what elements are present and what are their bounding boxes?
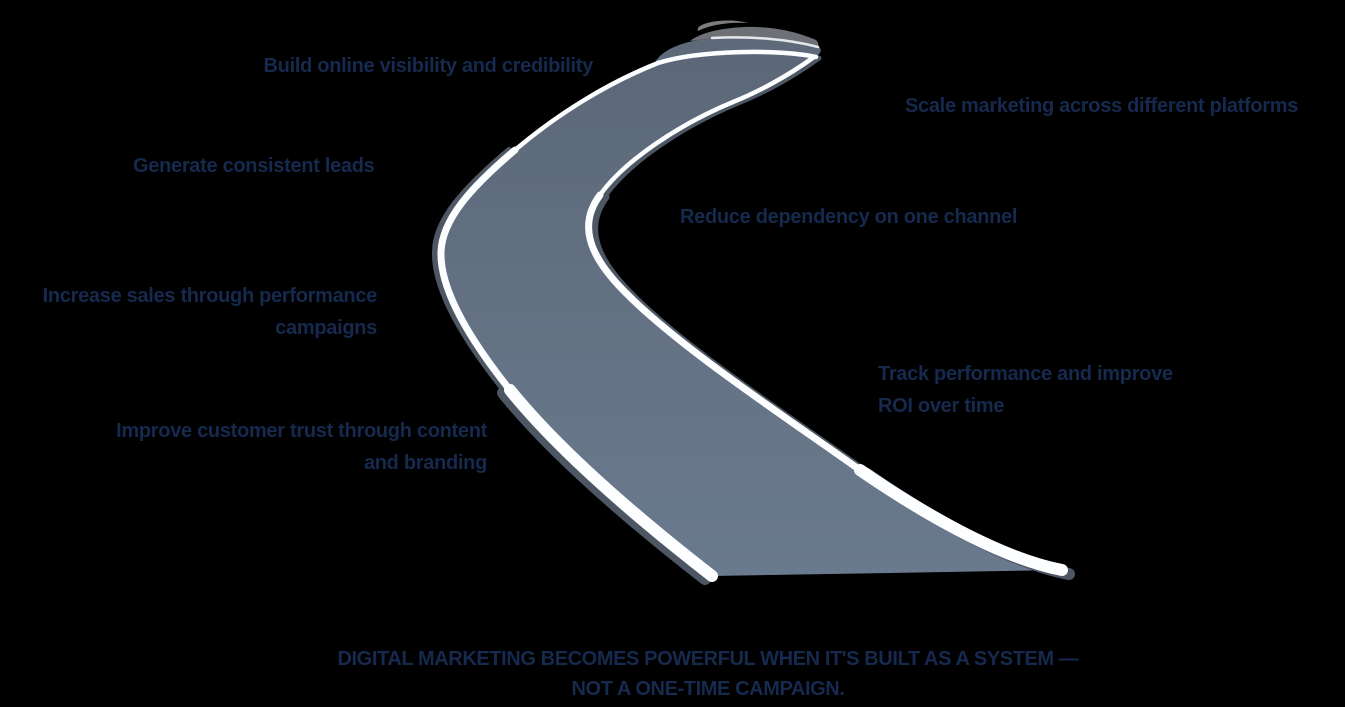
headline-line1: DIGITAL MARKETING BECOMES POWERFUL WHEN … — [337, 648, 1079, 670]
road-far-tip — [697, 20, 748, 31]
label-improve-trust-line1: Improve customer trust through content — [116, 420, 487, 442]
label-increase-sales-line1: Increase sales through performance — [42, 285, 378, 307]
label-improve-trust: Improve customer trust through content a… — [116, 415, 487, 479]
label-increase-sales-line2: campaigns — [275, 317, 377, 339]
label-increase-sales: Increase sales through performance campa… — [42, 280, 378, 344]
label-generate-leads: Generate consistent leads — [133, 155, 375, 177]
road-edge-lines — [437, 36, 1068, 582]
label-track-performance-line2: ROI over time — [878, 395, 1005, 417]
label-track-performance-line1: Track performance and improve — [878, 363, 1173, 385]
headline-line2: NOT A ONE-TIME CAMPAIGN. — [571, 678, 845, 700]
label-improve-trust-line2: and branding — [363, 452, 487, 474]
headline: DIGITAL MARKETING BECOMES POWERFUL WHEN … — [250, 644, 1166, 704]
label-reduce-dependency: Reduce dependency on one channel — [680, 206, 1018, 228]
road-far-fold — [690, 26, 819, 46]
label-track-performance: Track performance and improve ROI over t… — [878, 358, 1173, 422]
label-build-online-visibility: Build online visibility and credibility — [263, 55, 594, 77]
road-surface — [440, 51, 1062, 577]
label-scale-marketing: Scale marketing across different platfor… — [905, 95, 1299, 117]
